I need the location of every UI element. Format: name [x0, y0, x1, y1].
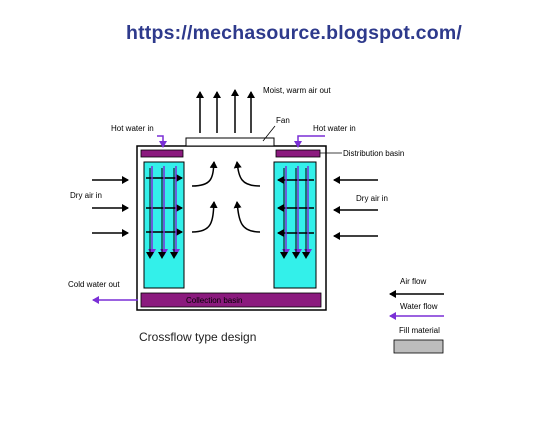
- dry-air-in-left-label: Dry air in: [70, 191, 102, 200]
- hot-water-in-left-arrow: [157, 135, 167, 148]
- fan-label: Fan: [276, 116, 290, 125]
- dry-air-in-right-arrows: [333, 176, 378, 240]
- legend-fill-material-swatch: [393, 339, 444, 354]
- collection-basin-label: Collection basin: [186, 296, 242, 305]
- hot-water-in-left-label: Hot water in: [111, 124, 154, 133]
- fan-housing: [185, 137, 275, 147]
- hot-water-in-right-arrow: [294, 135, 325, 148]
- water-through-fill-right: [282, 166, 312, 256]
- hot-water-in-right-label: Hot water in: [313, 124, 356, 133]
- distribution-basin-label: Distribution basin: [343, 149, 404, 158]
- moist-air-out-label: Moist, warm air out: [263, 86, 331, 95]
- collection-basin: [140, 292, 322, 308]
- dry-air-in-right-label: Dry air in: [356, 194, 388, 203]
- legend-fill-material-label: Fill material: [399, 326, 440, 335]
- blog-url[interactable]: https://mechasource.blogspot.com/: [126, 22, 462, 44]
- water-through-fill-right-dark: [280, 168, 310, 259]
- legend: Air flow Water flow Fill material: [389, 277, 444, 354]
- distribution-basin-left: [140, 149, 184, 158]
- central-air-flow-arrows: [191, 161, 261, 233]
- distribution-basin-right: [275, 149, 321, 158]
- water-through-fill-left: [148, 166, 180, 256]
- diagram-caption: Crossflow type design: [139, 330, 256, 344]
- dry-air-in-left-arrows: [92, 176, 129, 237]
- cold-water-out-label: Cold water out: [68, 280, 120, 289]
- moist-air-out-arrows: [196, 89, 255, 133]
- legend-air-flow-label: Air flow: [400, 277, 426, 286]
- water-through-fill-left-dark: [146, 168, 178, 259]
- legend-water-flow-label: Water flow: [400, 302, 438, 311]
- fan-leader: [262, 125, 276, 142]
- fill-material-right: [273, 161, 317, 289]
